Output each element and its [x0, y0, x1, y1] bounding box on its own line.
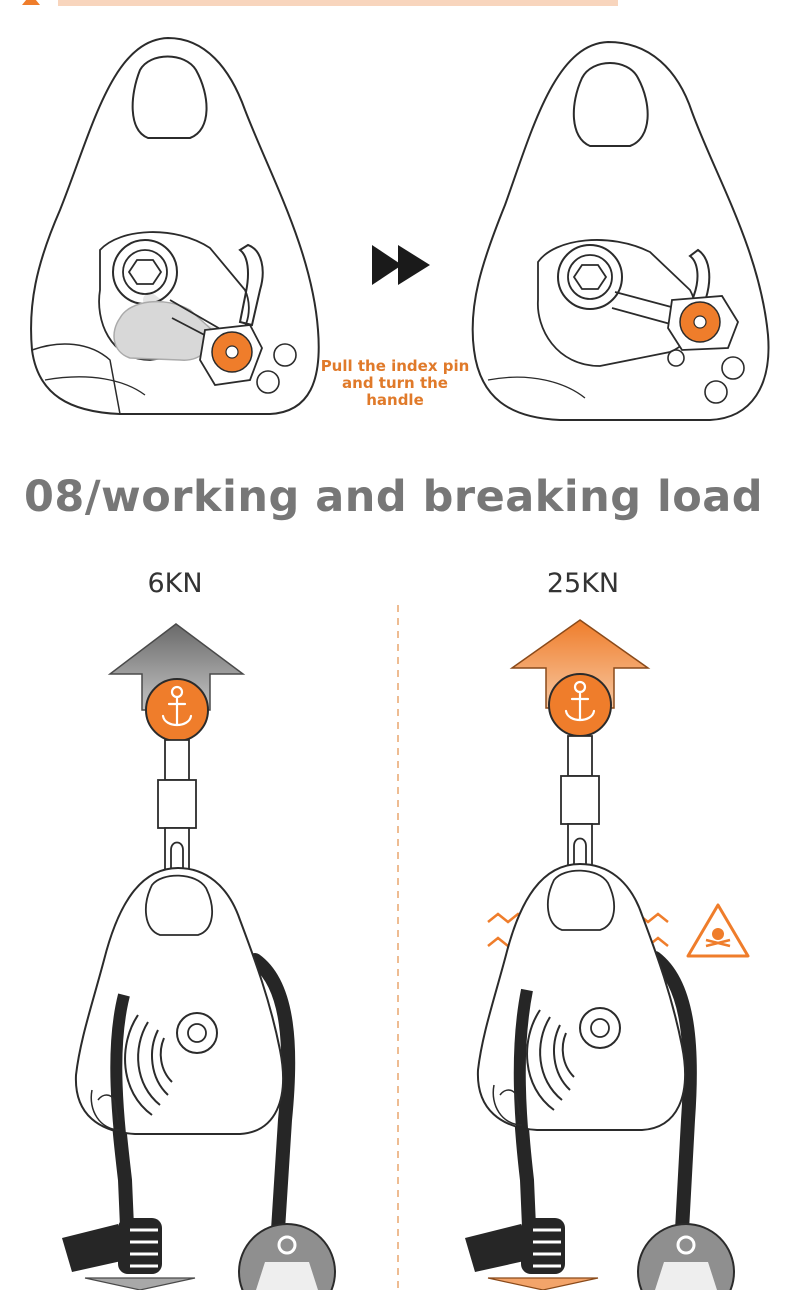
hex-socket-icon	[572, 264, 608, 290]
rope-inner	[110, 993, 131, 1181]
pulley-after	[471, 40, 770, 421]
section-title: 08/working and breaking load	[24, 472, 764, 522]
down-arrow-orange	[487, 1277, 599, 1290]
warning-skull-icon	[686, 903, 750, 958]
rivet-1	[273, 343, 297, 367]
weight-icon	[637, 1223, 735, 1290]
breaking-load-label: 25KN	[546, 568, 620, 599]
working-load-label: 6KN	[147, 568, 203, 599]
instruction-caption: Pull the index pin and turn the handle	[320, 357, 470, 409]
weight-icon	[238, 1223, 336, 1290]
pulley-body	[476, 862, 686, 1131]
connector-sleeve	[560, 775, 600, 825]
anchor-icon	[564, 680, 596, 722]
rope-inner	[513, 988, 533, 1181]
hand-icon	[465, 1218, 565, 1274]
hex-socket-icon	[127, 259, 163, 285]
warning-triangle-icon	[22, 0, 40, 5]
upper-link	[164, 739, 190, 781]
working-load-diagram	[62, 623, 336, 1290]
axle	[579, 1007, 621, 1049]
pulley-body	[471, 40, 770, 421]
pulley-body	[74, 866, 284, 1135]
rivet-1	[721, 356, 745, 380]
top-hole	[131, 55, 208, 139]
lower-shell	[31, 343, 121, 415]
breaking-load-diagram	[465, 619, 750, 1290]
curved-handle	[238, 243, 264, 327]
down-arrow-gray	[84, 1277, 196, 1290]
pin-hole	[667, 349, 685, 367]
axle	[176, 1012, 218, 1054]
rivet-2	[256, 370, 280, 394]
top-notice-strip	[22, 0, 618, 6]
hand-icon	[62, 1218, 162, 1274]
top-hole	[572, 62, 649, 147]
axle-ring	[122, 249, 168, 295]
connector-sleeve	[157, 779, 197, 829]
forward-arrow-icon	[372, 245, 430, 285]
sheave-arcs	[124, 1014, 173, 1116]
axle-ring	[567, 254, 613, 300]
upper-link	[567, 735, 593, 777]
anchor-icon	[161, 685, 193, 727]
axle-outer	[557, 244, 623, 310]
rivet-2	[704, 380, 728, 404]
pulley-before	[30, 36, 320, 415]
sheave-arcs	[526, 1009, 575, 1111]
